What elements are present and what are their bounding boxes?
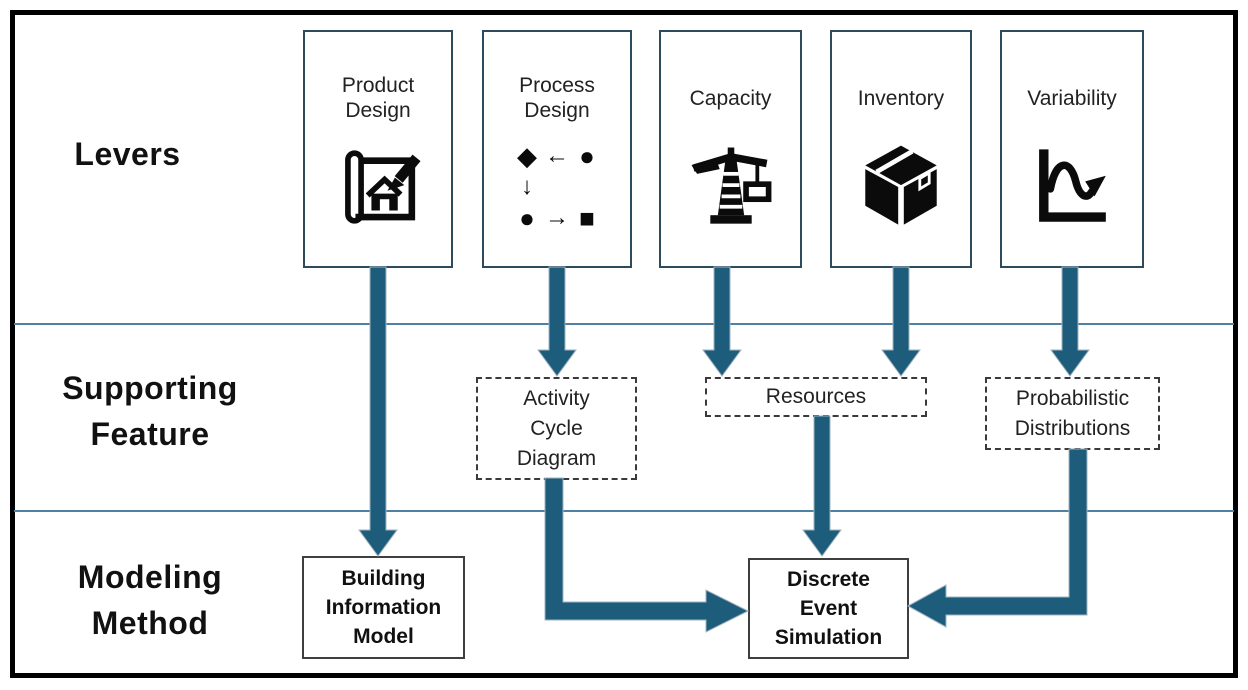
- modeling-method-discrete-event-simulation: Discrete Event Simulation: [748, 558, 909, 659]
- row-separator-line-2: [14, 510, 1234, 512]
- supporting-feature-resources: Resources: [705, 377, 927, 417]
- lever-box-process-design: Process Design ◆ ← ● ↓ ● → ■: [482, 30, 632, 268]
- flowchart-circle-glyph: ●: [579, 141, 595, 171]
- flowchart-arrow-right-glyph: →: [545, 204, 569, 231]
- variability-curve-icon: [1025, 136, 1119, 238]
- lever-label-inventory: Inventory: [857, 86, 945, 110]
- supporting-feature-activity-cycle-diagram: Activity Cycle Diagram: [476, 377, 637, 480]
- lever-box-variability: Variability: [1000, 30, 1144, 268]
- lever-label-product-design: Product Design: [341, 74, 415, 122]
- row-separator-line-1: [14, 323, 1234, 325]
- supporting-feature-probabilistic-distributions: Probabilistic Distributions: [985, 377, 1160, 450]
- flowchart-square-glyph: ■: [579, 203, 595, 233]
- flowchart-diamond-glyph: ◆: [517, 141, 537, 171]
- row-label-levers: Levers: [74, 136, 181, 172]
- lever-box-inventory: Inventory: [830, 30, 972, 268]
- lever-box-capacity: Capacity: [659, 30, 802, 268]
- lever-label-capacity: Capacity: [689, 86, 772, 110]
- modeling-method-building-information-model: Building Information Model: [302, 556, 465, 659]
- lever-label-variability: Variability: [1027, 86, 1117, 110]
- row-label-supporting-feature: Supporting Feature: [62, 370, 238, 452]
- tower-crane-icon: [684, 136, 778, 238]
- package-box-icon: [854, 136, 948, 238]
- outer-border: [10, 10, 1238, 678]
- row-label-modeling-method: Modeling Method: [77, 559, 223, 641]
- flowchart-arrow-down-glyph: ↓: [521, 173, 533, 200]
- flowchart-icon: ◆ ← ● ↓ ● → ■: [512, 136, 602, 238]
- flowchart-arrow-left-glyph: ←: [545, 142, 569, 169]
- lever-label-process-design: Process Design: [519, 74, 595, 122]
- blueprint-house-pencil-icon: [331, 136, 425, 238]
- flowchart-circle-glyph: ●: [519, 203, 535, 233]
- lever-box-product-design: Product Design: [303, 30, 453, 268]
